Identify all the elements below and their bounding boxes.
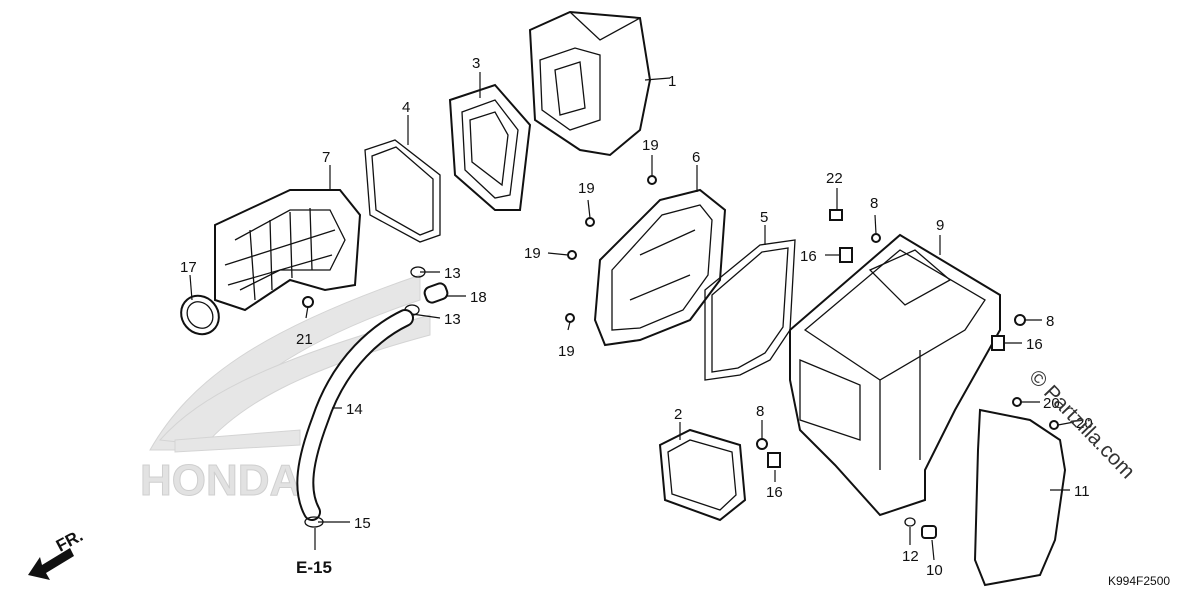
- part-16-clip-top[interactable]: [839, 247, 853, 263]
- callout-2: 2: [674, 406, 682, 423]
- callout-3: 3: [472, 55, 480, 72]
- callout-8-right: 8: [1046, 313, 1054, 330]
- callout-6: 6: [692, 149, 700, 166]
- part-11-side-cover[interactable]: [973, 408, 1067, 587]
- callout-8-lower: 8: [756, 403, 764, 420]
- callout-16-lower: 16: [766, 484, 783, 501]
- callout-16-right: 16: [1026, 336, 1043, 353]
- callout-4: 4: [402, 99, 410, 116]
- part-1-filter-element[interactable]: [528, 10, 652, 157]
- part-4-gasket[interactable]: [364, 139, 441, 243]
- callout-5: 5: [760, 209, 768, 226]
- callout-9: 9: [936, 217, 944, 234]
- part-20-bolt-lower[interactable]: [1049, 420, 1059, 430]
- callout-18: 18: [470, 289, 487, 306]
- callout-21: 21: [296, 331, 313, 348]
- part-16-clip-right[interactable]: [991, 335, 1005, 351]
- callout-17: 17: [180, 259, 197, 276]
- honda-logo-text: HONDA: [140, 456, 301, 505]
- callout-13-lower: 13: [444, 311, 461, 328]
- callout-20-lower: 20: [1076, 415, 1093, 432]
- front-label: FR.: [53, 526, 86, 556]
- callout-7: 7: [322, 149, 330, 166]
- drawing-code: K994F2500: [1108, 574, 1170, 588]
- part-3-filter-frame[interactable]: [448, 83, 532, 211]
- part-14-drain-tube[interactable]: [296, 309, 414, 521]
- callout-19-a: 19: [642, 137, 659, 154]
- front-arrow-icon: [28, 548, 74, 580]
- part-20-bolt-upper[interactable]: [1012, 397, 1022, 407]
- callout-19-b: 19: [578, 180, 595, 197]
- part-17-band[interactable]: [173, 288, 226, 342]
- callout-1: 1: [668, 73, 676, 90]
- part-19-bolt-group[interactable]: [565, 175, 657, 323]
- part-22-bolt[interactable]: [829, 209, 843, 221]
- part-8-nut-lower[interactable]: [756, 438, 768, 450]
- callout-10: 10: [926, 562, 943, 579]
- part-16-clip-lower[interactable]: [767, 452, 781, 468]
- callout-16-top: 16: [800, 248, 817, 265]
- callout-20-upper: 20: [1043, 395, 1060, 412]
- part-7-intake-duct[interactable]: [214, 189, 362, 312]
- callout-13-upper: 13: [444, 265, 461, 282]
- part-12-clip[interactable]: [904, 517, 916, 527]
- callout-11: 11: [1074, 483, 1090, 500]
- reference-e15: E-15: [296, 558, 332, 577]
- part-2-bracket[interactable]: [658, 428, 747, 522]
- callout-19-c: 19: [524, 245, 541, 262]
- part-5-seal[interactable]: [704, 239, 796, 381]
- callout-22: 22: [826, 170, 843, 187]
- callout-15: 15: [354, 515, 371, 532]
- leader-lines: [189, 72, 1075, 561]
- part-10-plug[interactable]: [921, 525, 937, 539]
- callout-14: 14: [346, 401, 363, 418]
- part-9-air-cleaner-case[interactable]: [789, 233, 1001, 517]
- callout-8-top: 8: [870, 195, 878, 212]
- part-8-nut-right[interactable]: [1014, 314, 1026, 326]
- part-18-plug[interactable]: [423, 282, 449, 305]
- part-8-nut-top[interactable]: [871, 233, 881, 243]
- callout-19-d: 19: [558, 343, 575, 360]
- callout-12: 12: [902, 548, 919, 565]
- part-21-nut[interactable]: [302, 296, 314, 308]
